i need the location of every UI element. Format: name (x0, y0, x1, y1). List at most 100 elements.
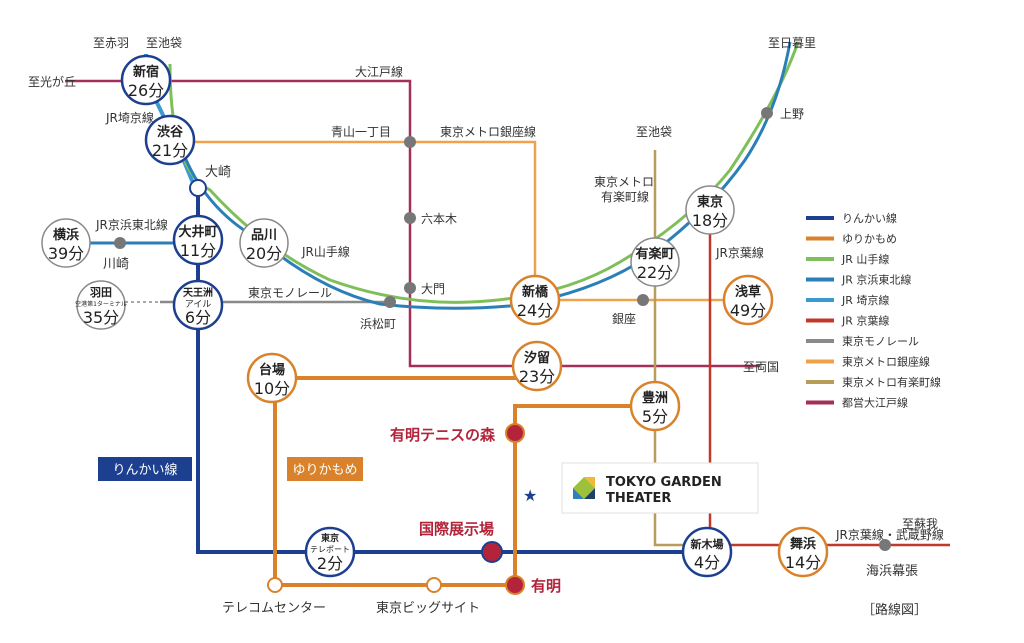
svg-text:舞浜: 舞浜 (789, 536, 816, 552)
svg-text:24分: 24分 (517, 301, 553, 320)
svg-text:羽田: 羽田 (90, 286, 112, 299)
telecom-station (267, 577, 283, 593)
station-shinkiba: 新木場 4分 (681, 526, 733, 578)
ueno-label: 上野 (780, 107, 804, 121)
svg-text:横浜: 横浜 (53, 227, 79, 243)
legend-label: 東京メトロ有楽町線 (842, 375, 941, 389)
osaki-label: 大崎 (205, 165, 231, 180)
svg-text:5分: 5分 (642, 407, 668, 426)
svg-text:21分: 21分 (152, 141, 188, 160)
label-monorail: 東京モノレール (248, 286, 332, 300)
rinkai-label: りんかい線 (112, 462, 177, 478)
map-caption: ［路線図］ (862, 602, 927, 618)
svg-text:10分: 10分 (254, 379, 290, 398)
svg-text:4分: 4分 (694, 553, 720, 572)
label-yurakucho-2: 有楽町線 (601, 189, 649, 204)
rinkai-badge (98, 457, 192, 481)
label-oedo: 大江戸線 (355, 64, 403, 79)
svg-text:有楽町: 有楽町 (635, 246, 674, 262)
dir-akabane: 至赤羽 (93, 36, 129, 50)
svg-text:49分: 49分 (730, 301, 766, 320)
big-sight-label: 東京ビッグサイト (376, 600, 480, 616)
station-asakusa: 浅草 49分 (722, 274, 774, 326)
venue-name-line2: THEATER (606, 491, 671, 506)
station-shimbashi: 新橋 24分 (509, 274, 561, 326)
aoyama-station (404, 136, 416, 148)
daimon-station (404, 282, 416, 294)
yurikamome-label: ゆりかもめ (292, 463, 357, 478)
svg-text:浅草: 浅草 (735, 284, 761, 300)
kaihin-makuhari-label: 海浜幕張 (866, 564, 918, 579)
legend-label: JR 山手線 (841, 252, 889, 266)
station-yokohama: 横浜 39分 (41, 218, 91, 268)
svg-text:天王洲: 天王洲 (183, 287, 213, 299)
svg-text:東京: 東京 (321, 532, 339, 544)
svg-text:新木場: 新木場 (691, 537, 724, 551)
dir-soga: 至蘇我 (902, 517, 938, 531)
station-teleport: 東京 テレポート 2分 (304, 526, 356, 578)
svg-text:14分: 14分 (785, 553, 821, 572)
svg-text:23分: 23分 (519, 367, 555, 386)
ariake-station (505, 575, 525, 595)
station-haneda: 羽田 空港第1ターミナル 35分 (75, 280, 127, 330)
station-tennozu: 天王洲 アイル 6分 (172, 279, 224, 331)
legend-label: JR 埼京線 (841, 293, 889, 307)
station-yurakucho: 有楽町 22分 (630, 237, 680, 287)
station-shibuya: 渋谷 21分 (144, 114, 196, 166)
dir-ikebukuro: 至池袋 (146, 36, 182, 50)
label-ginza: 東京メトロ銀座線 (440, 124, 536, 139)
legend-label: JR 京浜東北線 (841, 273, 911, 287)
station-shinjuku: 新宿 26分 (120, 54, 172, 106)
svg-text:2分: 2分 (317, 554, 343, 573)
roppongi-station (404, 212, 416, 224)
svg-text:6分: 6分 (185, 308, 211, 327)
hamamatsucho-station (384, 296, 396, 308)
svg-text:台場: 台場 (259, 362, 285, 378)
ueno-station (761, 107, 773, 119)
ariake-label: 有明 (531, 577, 561, 595)
venue-logo-icon (573, 477, 595, 499)
yamanote-line (168, 41, 800, 304)
legend-label: JR 京葉線 (841, 314, 889, 328)
kaihin-makuhari-station (879, 539, 891, 551)
telecom-label: テレコムセンター (222, 601, 326, 616)
station-maihama: 舞浜 14分 (777, 526, 829, 578)
venue-name-line1: TOKYO GARDEN (606, 475, 722, 490)
ginza-station (637, 294, 649, 306)
label-keiyo-musashino: JR京葉線・武蔵野線 (835, 527, 944, 542)
station-daiba: 台場 10分 (246, 352, 298, 404)
svg-text:20分: 20分 (246, 244, 282, 263)
ariake-tennis-label: 有明テニスの森 (390, 426, 496, 444)
hamamatsucho-label: 浜松町 (360, 317, 396, 331)
roppongi-label: 六本木 (421, 212, 457, 226)
ginza-label: 銀座 (612, 311, 636, 326)
station-oimachi: 大井町 11分 (172, 214, 224, 266)
legend-label: 東京メトロ銀座線 (842, 355, 930, 369)
kawasaki-label: 川崎 (103, 257, 129, 272)
station-shinagawa: 品川 20分 (239, 218, 289, 268)
big-sight-station (426, 577, 442, 593)
osaki-station (189, 179, 207, 197)
label-yurakucho-1: 東京メトロ (594, 175, 654, 189)
svg-text:汐留: 汐留 (524, 350, 550, 366)
svg-text:アイル: アイル (185, 300, 212, 310)
venue-card: TOKYO GARDEN THEATER (561, 462, 759, 514)
label-jr-saikyo: JR埼京線 (105, 110, 154, 125)
svg-text:18分: 18分 (692, 211, 728, 230)
label-jr-keihin: JR京浜東北線 (95, 217, 168, 232)
svg-text:大井町: 大井町 (178, 224, 217, 240)
station-shiodome: 汐留 23分 (511, 340, 563, 392)
svg-text:39分: 39分 (48, 244, 84, 263)
svg-text:東京: 東京 (697, 194, 723, 210)
ariake-tennis-station (505, 423, 525, 443)
svg-text:新橋: 新橋 (522, 284, 549, 300)
legend-label: りんかい線 (842, 211, 897, 225)
svg-text:空港第1ターミナル: 空港第1ターミナル (75, 300, 127, 308)
legend-label: 都営大江戸線 (842, 396, 908, 410)
station-toyosu: 豊洲 5分 (629, 380, 681, 432)
dir-ryogoku: 至両国 (743, 360, 779, 374)
svg-text:渋谷: 渋谷 (157, 124, 184, 140)
svg-text:テレポート: テレポート (310, 545, 350, 554)
